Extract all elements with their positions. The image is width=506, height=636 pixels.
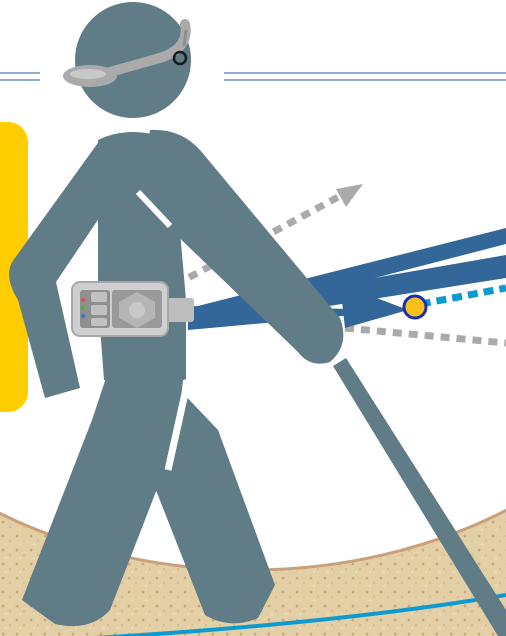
target-marker-icon [404, 296, 426, 318]
